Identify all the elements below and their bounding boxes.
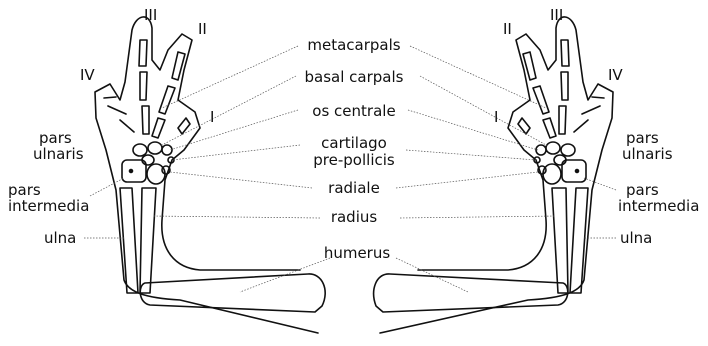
leader-radius-right: [400, 216, 556, 218]
label-radius: radius: [320, 210, 388, 225]
left-digit-iv: [104, 97, 134, 132]
right-digit-iii: [559, 40, 569, 134]
right-radius: [552, 188, 568, 293]
label-pars-ulnaris-right-1: pars: [626, 131, 659, 146]
label-pars-intermedia-left-1: pars: [8, 183, 41, 198]
left-digit-iii: [139, 40, 149, 134]
label-radiale: radiale: [314, 181, 394, 196]
label-metacarpals: metacarpals: [304, 38, 404, 53]
leader-cartilago-left: [172, 145, 300, 160]
leader-pars-intermedia-right: [584, 178, 616, 190]
label-pars-intermedia-right-1: pars: [626, 183, 659, 198]
left-basal-carpal-1: [133, 144, 147, 156]
right-basal-carpal-1: [561, 144, 575, 156]
label-humerus: humerus: [318, 246, 396, 261]
digit-iv-right: IV: [608, 68, 623, 83]
digit-i-right: I: [494, 110, 498, 125]
leader-pars-intermedia-left: [90, 178, 124, 196]
digit-iii-right: III: [550, 8, 563, 23]
digit-iv-left: IV: [80, 68, 95, 83]
digit-iii-left: III: [144, 8, 157, 23]
left-forelimb: [95, 17, 325, 333]
right-limb-outline: [380, 17, 613, 333]
label-pars-intermedia-right-2: intermedia: [618, 199, 699, 214]
left-humerus: [140, 274, 325, 312]
label-pars-ulnaris-right-2: ulnaris: [622, 147, 673, 162]
label-pars-ulnaris-left-2: ulnaris: [33, 147, 84, 162]
label-basal-carpals: basal carpals: [296, 70, 412, 85]
label-os-centrale: os centrale: [298, 104, 410, 119]
label-pars-intermedia-left-2: intermedia: [8, 199, 89, 214]
label-pars-ulnaris-left-1: pars: [39, 131, 72, 146]
right-humerus: [374, 274, 568, 312]
right-digit-iv: [574, 97, 604, 132]
left-basal-carpal-3: [162, 145, 172, 155]
digit-i-left: I: [210, 110, 214, 125]
right-ulna: [570, 188, 588, 293]
left-radius: [140, 188, 156, 293]
digit-ii-left: II: [198, 22, 207, 37]
label-ulna-left: ulna: [44, 231, 76, 246]
label-pre-pollicis: pre-pollicis: [300, 153, 408, 168]
leader-radius-left: [152, 216, 320, 218]
right-basal-carpal-2: [546, 142, 560, 154]
leader-radiale-right: [396, 172, 538, 188]
label-cartilago: cartilago: [304, 136, 404, 151]
left-ulna: [120, 188, 138, 293]
leader-cartilago-right: [406, 150, 536, 160]
leader-basal-carpals-right: [420, 76, 548, 146]
right-forelimb: [374, 17, 613, 333]
right-digit-i: [518, 118, 530, 134]
leader-radiale-left: [170, 172, 312, 188]
left-basal-carpal-2: [148, 142, 162, 154]
label-ulna-right: ulna: [620, 231, 652, 246]
digit-ii-right: II: [503, 22, 512, 37]
left-limb-outline: [95, 17, 318, 333]
